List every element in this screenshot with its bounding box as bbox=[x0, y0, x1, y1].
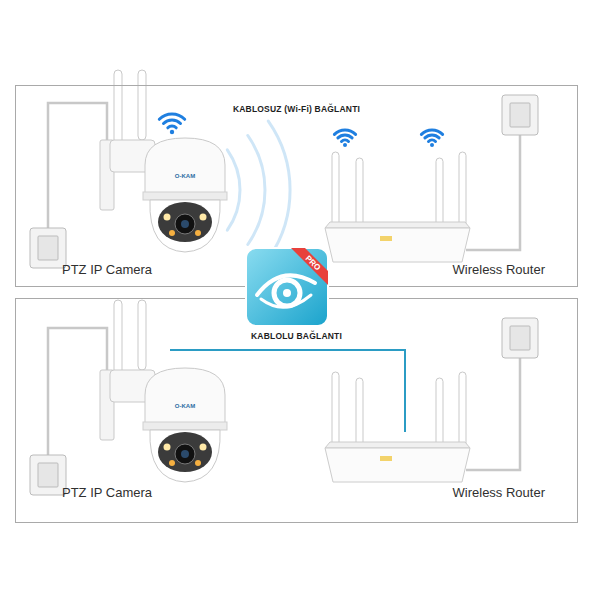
panel-heading: KABLOSUZ (Wi-Fi) BAĞLANTI bbox=[233, 104, 360, 114]
device-label: Wireless Router bbox=[453, 485, 545, 500]
brand-mark: O-KAM bbox=[175, 173, 195, 179]
router-node: Wireless Router bbox=[315, 432, 560, 503]
device-label: PTZ IP Camera bbox=[62, 262, 152, 277]
camera-node: PTZ IP Camera bbox=[55, 340, 170, 503]
router-illustration bbox=[325, 152, 470, 482]
panel-heading: KABLOLU BAĞLANTI bbox=[251, 331, 342, 341]
device-label: PTZ IP Camera bbox=[62, 485, 152, 500]
ethernet-cable bbox=[170, 350, 405, 432]
signal-waves bbox=[227, 121, 290, 259]
app-logo bbox=[245, 247, 329, 327]
app-logo-icon bbox=[245, 247, 329, 327]
camera-node: PTZ IP Camera bbox=[55, 100, 170, 280]
brand-mark: O-KAM bbox=[175, 403, 195, 409]
connection-panel: PTZ IP Camera Wireless Router KABLOLU BAĞL… bbox=[15, 298, 578, 523]
router-node: Wireless Router bbox=[315, 140, 560, 280]
wifi-icons bbox=[159, 114, 442, 147]
device-label: Wireless Router bbox=[453, 262, 545, 277]
